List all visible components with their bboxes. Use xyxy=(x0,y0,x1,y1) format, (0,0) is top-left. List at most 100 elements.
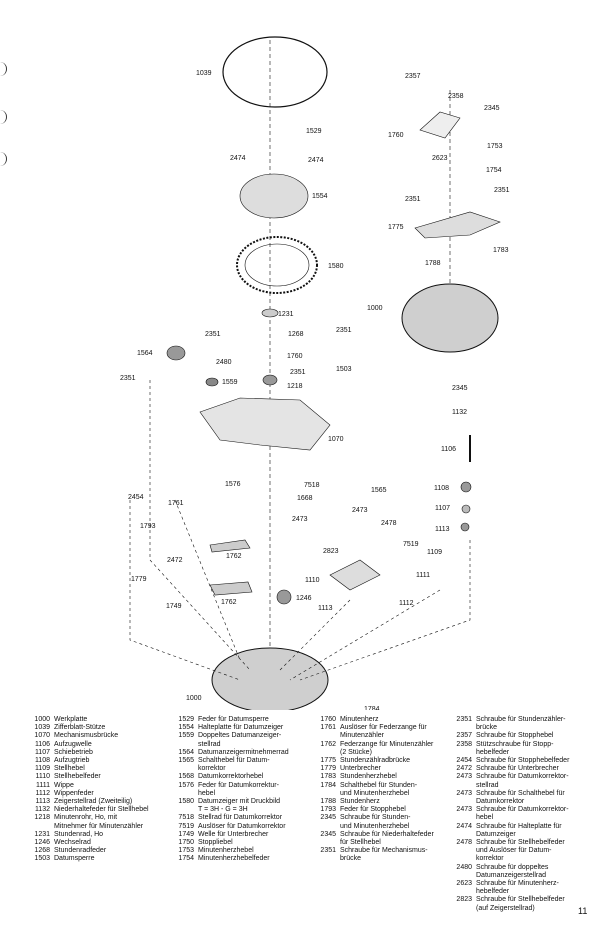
callout-label: 1113 xyxy=(435,526,450,533)
legend-entry: 2472 Schraube für Unterbrecher xyxy=(450,765,600,773)
part-number: 2478 xyxy=(456,839,472,847)
callout-label: 1760 xyxy=(287,353,303,360)
legend-entry: 1108 Aufzugtrieb xyxy=(28,757,178,765)
legend-entry: 2473 Schraube für Datumkorrektor- hebel xyxy=(450,806,600,822)
part-number: 1111 xyxy=(35,781,50,789)
part-description: Wippenfeder xyxy=(54,789,94,797)
callout-label: 1000 xyxy=(367,305,383,312)
part-description: Schraube für Unterbrecher xyxy=(476,765,559,773)
callout-label: 2351 xyxy=(120,375,136,382)
callout-label: 1564 xyxy=(137,350,153,357)
callout-label: 2823 xyxy=(323,548,339,555)
part-description: Auslöser für Federzange für Minutenzähle… xyxy=(340,724,427,740)
winding-pinion xyxy=(460,481,472,493)
part-number: 7518 xyxy=(178,814,194,822)
part-number: 1110 xyxy=(35,773,50,781)
part-number: 1109 xyxy=(34,765,50,773)
callout-label: 1783 xyxy=(493,247,509,254)
part-number: 2345 xyxy=(320,830,336,838)
part-number: 1754 xyxy=(178,855,194,863)
part-number: 2473 xyxy=(456,806,472,814)
part-description: Minutenrohr, Ho, mit Mitnehmer für Minut… xyxy=(54,814,144,830)
part-description: Schraube für Stopphebel xyxy=(476,732,554,740)
sliding-pinion xyxy=(461,504,471,514)
legend-entry: 1132 Niederhaltefeder für Stellhebel xyxy=(28,806,178,814)
part-description: Werkplatte xyxy=(54,716,88,723)
callout-label: 2357 xyxy=(405,73,421,80)
legend-entry: 1761 Auslöser für Federzange für Minutenz… xyxy=(314,724,462,740)
part-description: Stellrad für Datumkorrektor xyxy=(198,814,283,822)
callout-label: 2473 xyxy=(292,516,308,523)
setting-lever xyxy=(329,559,381,591)
part-number: 2345 xyxy=(320,814,336,822)
part-number: 1108 xyxy=(34,757,50,765)
date-disc xyxy=(236,236,318,294)
part-description: Halteplatte für Datumzeiger xyxy=(198,724,284,732)
part-description: Schraube für Stopphebelfeder xyxy=(476,757,570,765)
legend-entry: 7518 Stellrad für Datumkorrektor xyxy=(172,814,322,822)
part-description: Schraube für Stundenzähler- brücke xyxy=(476,716,566,732)
part-number: 1750 xyxy=(178,839,194,847)
mechanism-bridge xyxy=(199,397,331,451)
callout-label: 1113 xyxy=(318,605,333,612)
callout-label: 1754 xyxy=(486,167,502,174)
callout-label: 1788 xyxy=(425,260,441,267)
part-number: 1564 xyxy=(178,748,194,756)
part-description: Stellhebelfeder xyxy=(54,773,101,781)
part-number: 1761 xyxy=(320,724,336,732)
callout-label: 2478 xyxy=(381,520,397,527)
part-description: Datumzeiger mit Druckbild T = 3H - G = 3… xyxy=(198,798,281,814)
legend-entry: 1111 Wippe xyxy=(28,782,178,790)
part-number: 2473 xyxy=(456,773,472,781)
part-description: Schraube für Datumkorrektor- hebel xyxy=(476,806,569,822)
part-description: Schraube für Mechanismus- brücke xyxy=(340,847,428,863)
callout-label: 2480 xyxy=(216,359,232,366)
part-description: Minutenherzhebel xyxy=(198,847,254,855)
part-description: Stundenradfeder xyxy=(54,847,107,855)
part-number: 2454 xyxy=(456,757,472,765)
setting-wheel xyxy=(460,522,470,532)
part-number: 1580 xyxy=(178,798,194,806)
callout-label: 1760 xyxy=(388,132,404,139)
part-description: Stundenrad, Ho xyxy=(54,830,104,838)
part-description: Schalthebel für Stunden- und Minutenherz… xyxy=(340,781,418,797)
part-description: Niederhaltefeder für Stellhebel xyxy=(54,806,149,814)
part-number: 2358 xyxy=(456,740,472,748)
part-description: Schraube für Niederhaltefeder für Stellh… xyxy=(340,830,434,847)
main-plate-bottom xyxy=(211,647,329,710)
part-number: 1554 xyxy=(178,724,194,732)
part-description: Unterbrecher xyxy=(340,765,381,773)
part-description: Datumanzeigermitnehmerrad xyxy=(198,748,289,756)
part-description: Stundenherz xyxy=(340,798,380,806)
part-number: 1749 xyxy=(178,830,194,838)
callout-label: 2472 xyxy=(167,557,183,564)
callout-label: 2351 xyxy=(336,327,352,334)
part-number: 2474 xyxy=(456,822,472,830)
part-description: Aufzugtrieb xyxy=(54,757,90,765)
callout-label: 2351 xyxy=(205,331,221,338)
part-number: 2472 xyxy=(456,765,472,773)
callout-label: 1503 xyxy=(336,366,352,373)
part-description: Wippe xyxy=(54,781,74,789)
part-number: 1132 xyxy=(34,806,50,814)
callout-label: 2623 xyxy=(432,155,448,162)
